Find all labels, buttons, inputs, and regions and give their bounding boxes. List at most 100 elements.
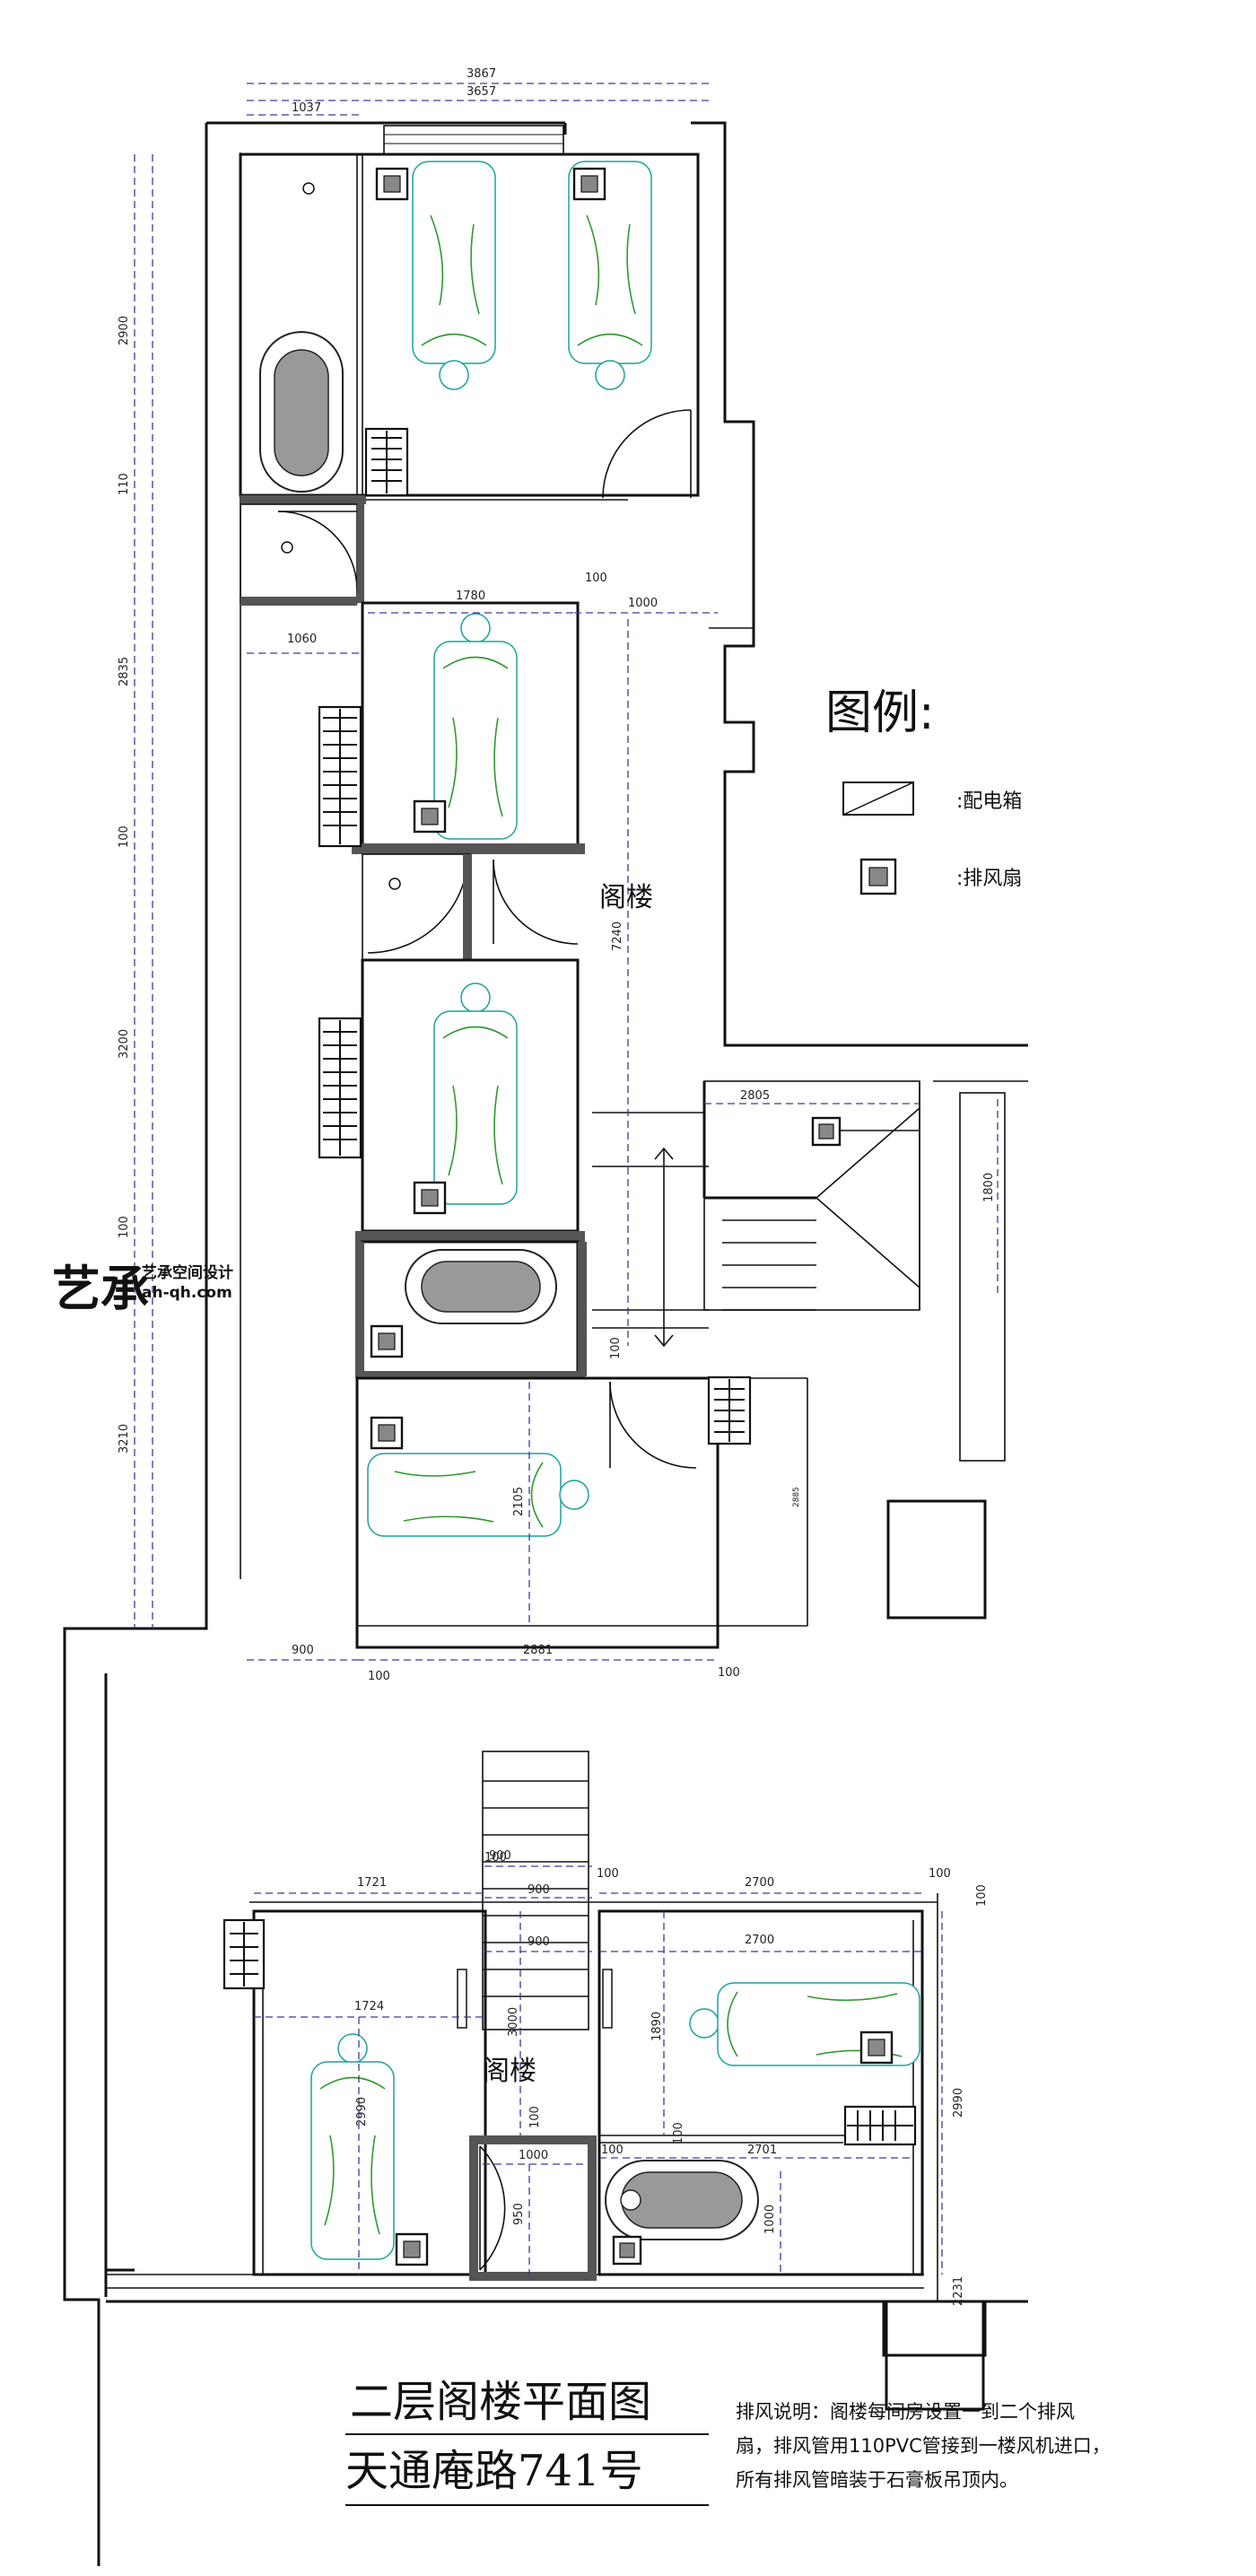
dim-label: 900 xyxy=(292,1644,314,1657)
building-outline xyxy=(63,121,1028,2566)
dim-label: 2990 xyxy=(952,2088,965,2118)
dim-label: 7240 xyxy=(611,921,624,951)
dim-label: 1724 xyxy=(354,2000,384,2013)
legend-label-exhaust-fan: :排风扇 xyxy=(956,868,1022,890)
dim-label: 2835 xyxy=(118,657,131,686)
dim-label: 2701 xyxy=(747,2144,777,2157)
dim-label: 100 xyxy=(585,572,607,585)
exhaust-fan-icon xyxy=(859,2030,894,2065)
massage-bed xyxy=(367,1453,589,1537)
drawing-title: 二层阁楼平面图 xyxy=(350,2377,651,2427)
dim-label: 2900 xyxy=(118,316,131,345)
dim-label: 3000 xyxy=(507,2007,520,2037)
dim-label: 1800 xyxy=(982,1173,996,1202)
massage-bed xyxy=(310,2033,395,2260)
bathroom-tub xyxy=(355,1231,587,1378)
radiator-icon xyxy=(843,2105,917,2146)
dim-label: 100 xyxy=(597,1867,619,1881)
dim-label: 1060 xyxy=(287,633,317,646)
dim-label: 1000 xyxy=(628,597,658,610)
dim-label: 100 xyxy=(609,1337,623,1359)
dim-label: 110 xyxy=(118,473,131,495)
watermark-logo: 艺承 艺承空间设计 ah-qh.com xyxy=(52,1260,233,1317)
dim-label: 2885 xyxy=(792,1487,801,1507)
dim-label: 900 xyxy=(489,1849,511,1863)
ventilation-note: 排风说明：阁楼每间房设置一到二个排风 扇，排风管用110PVC管接到一楼风机进口… xyxy=(736,2401,1111,2491)
dim-label: 1780 xyxy=(456,589,485,603)
exhaust-fan-icon xyxy=(375,167,409,201)
dim-label: 2990 xyxy=(355,2097,369,2126)
dim-label: 1000 xyxy=(763,2205,777,2234)
radiators-upper xyxy=(318,427,752,1445)
corridor-stair xyxy=(592,1080,1028,1620)
note-line-2: 扇，排风管用110PVC管接到一楼风机进口， xyxy=(736,2435,1111,2457)
drawing-subtitle: 天通庵路741号 xyxy=(345,2446,643,2496)
dim-label: 100 xyxy=(528,2106,542,2128)
distribution-box-icon xyxy=(842,782,914,816)
dim-label: 1037 xyxy=(292,101,321,115)
exhaust-fan-icon xyxy=(612,2235,642,2266)
dim-label: 100 xyxy=(929,1867,951,1881)
sink-icon xyxy=(302,182,315,195)
dim-label: 2231 xyxy=(952,2276,965,2306)
room-1 xyxy=(239,153,700,504)
exhaust-fan-icon xyxy=(572,167,606,201)
dim-label: 100 xyxy=(672,2122,685,2144)
bathtub xyxy=(405,1249,557,1324)
massage-bed xyxy=(568,161,652,390)
dim-label: 2805 xyxy=(740,1089,770,1103)
room-label-attic-upper: 阁楼 xyxy=(599,882,653,913)
dim-label: 1890 xyxy=(650,2012,664,2041)
massage-bed xyxy=(433,982,518,1205)
massage-bed xyxy=(412,161,496,390)
room-label-attic-lower: 阁楼 xyxy=(483,2056,536,2087)
radiator-icon xyxy=(364,427,409,497)
dim-label: 3657 xyxy=(467,85,496,99)
bathroom-upper xyxy=(240,503,364,606)
legend-title: 图例: xyxy=(825,686,935,740)
legend: 图例: :配电箱 :排风扇 xyxy=(825,686,1022,895)
dim-label: 2700 xyxy=(745,1876,774,1890)
radiator-icon xyxy=(318,1017,362,1159)
dimensions-upper xyxy=(134,83,999,1661)
dim-label: 900 xyxy=(528,1883,550,1897)
dim-label: 2700 xyxy=(745,1934,774,1947)
radiator-icon xyxy=(318,705,362,848)
dim-label: 1000 xyxy=(519,2149,548,2162)
dim-label: 3200 xyxy=(118,1029,131,1059)
dim-label: 1721 xyxy=(357,1876,387,1890)
exhaust-fan-icon xyxy=(395,2232,429,2266)
exhaust-fan-icon xyxy=(370,1416,404,1450)
radiator-icon xyxy=(222,1918,266,1990)
sink-icon xyxy=(281,541,293,554)
note-line-1: 排风说明：阁楼每间房设置一到二个排风 xyxy=(736,2401,1075,2423)
drawing-title-block: 二层阁楼平面图 天通庵路741号 xyxy=(345,2377,709,2506)
dim-label: 100 xyxy=(718,1666,740,1680)
bathtub xyxy=(259,331,344,493)
sink-icon xyxy=(388,878,401,890)
note-line-3: 所有排风管暗装于石膏板吊顶内。 xyxy=(736,2469,1018,2491)
dim-label: 100 xyxy=(601,2144,624,2157)
dim-label: 3867 xyxy=(467,67,496,81)
dim-label: 2105 xyxy=(512,1487,526,1516)
dim-label: 100 xyxy=(484,1851,507,1864)
bathtub xyxy=(605,2160,759,2240)
legend-label-distribution-box: :配电箱 xyxy=(956,790,1022,813)
watermark-url: ah-qh.com xyxy=(142,1284,232,1302)
dim-label: 3210 xyxy=(118,1424,131,1454)
exhaust-fan-icon xyxy=(859,858,897,895)
dim-label: 100 xyxy=(118,1216,131,1238)
dim-label: 100 xyxy=(118,825,131,848)
massage-bed xyxy=(433,613,518,840)
dim-label: 100 xyxy=(975,1884,989,1907)
dimensions-lower xyxy=(254,1865,943,2275)
watermark-brand-name: 艺承空间设计 xyxy=(142,1263,233,1282)
radiator-icon xyxy=(707,1375,752,1445)
dim-label: 900 xyxy=(528,1935,550,1949)
room-5 xyxy=(355,1376,808,1649)
top-window xyxy=(383,125,564,155)
watermark-logo-mark: 艺承 xyxy=(52,1260,149,1317)
exhaust-fan-icon xyxy=(811,1116,842,1147)
room-2 xyxy=(352,601,585,854)
